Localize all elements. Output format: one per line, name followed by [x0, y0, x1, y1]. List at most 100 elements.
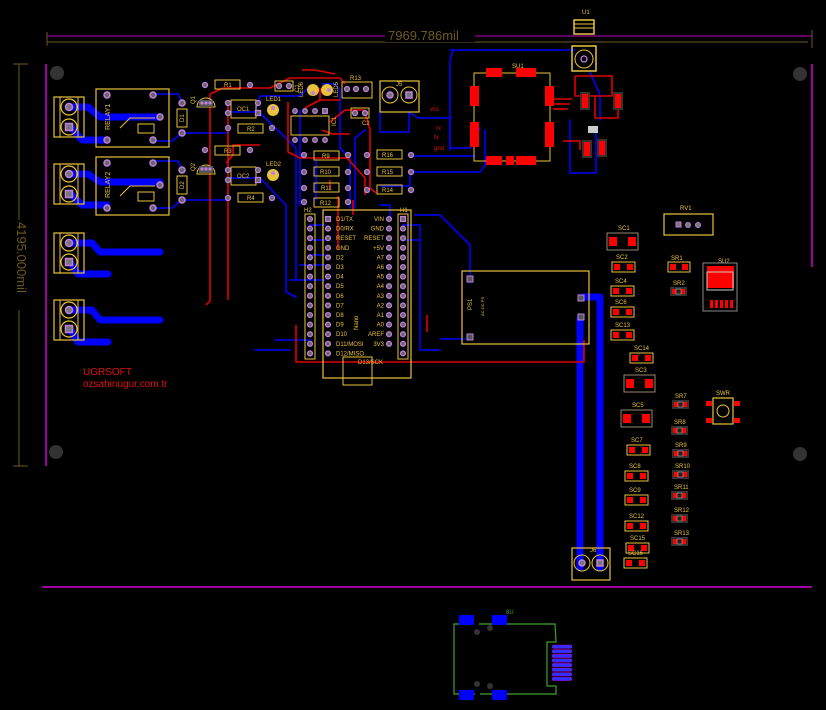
- svg-text:SC16: SC16: [628, 551, 644, 557]
- optocoupler-OC2: OC2: [224, 166, 262, 186]
- nano-pin-label-right: A3: [377, 294, 385, 300]
- svg-text:R11: R11: [321, 186, 332, 192]
- header-H2-pin: [306, 254, 314, 261]
- nano-pin-pad: [324, 350, 332, 357]
- svg-text:SC3: SC3: [635, 368, 647, 374]
- svg-text:LED1: LED1: [266, 97, 282, 103]
- resistor-R11: R11: [300, 182, 352, 193]
- header-H1-pin: [399, 225, 407, 232]
- svg-text:SC2: SC2: [616, 255, 628, 261]
- svg-text:SU1: SU1: [512, 64, 524, 70]
- smd-capacitor-SC4: SC4: [610, 279, 635, 297]
- resistor-R14: R14: [363, 184, 415, 195]
- resistor-R9: R9: [300, 150, 352, 161]
- nano-pin-label-right: A6: [377, 265, 385, 271]
- svg-text:R4: R4: [247, 196, 255, 202]
- led-LED2: LED2: [266, 162, 282, 181]
- header-H2-pin: [306, 273, 314, 280]
- smd-capacitor-SC6: SC6: [610, 300, 635, 318]
- nano-pin-label-left: D10: [336, 332, 348, 338]
- resistor-R16: R16: [363, 149, 415, 160]
- header-H1-pin: [399, 244, 407, 251]
- svg-text:R16: R16: [382, 153, 394, 159]
- smd-capacitor-SC7: SC7: [626, 438, 651, 456]
- nano-pin-label-right: A0: [377, 323, 385, 329]
- width-dimension: 7969.786mil: [46, 28, 813, 48]
- smd-resistor-SR2: SR2: [670, 281, 687, 296]
- led-LED1: LED1: [266, 97, 282, 116]
- nano-pin-label-left: D2: [336, 255, 344, 261]
- nano-pin-label-right: A1: [377, 313, 385, 319]
- svg-text:R12: R12: [320, 201, 332, 207]
- nano-pin-label-left: D7: [336, 303, 344, 309]
- power-supply-PS1: PS1 AC-DC PS: [461, 270, 590, 345]
- svg-text:R2: R2: [247, 127, 255, 133]
- svg-text:gnd: gnd: [434, 146, 444, 152]
- nano-pin-label-left: D8: [336, 313, 344, 319]
- nano-pin-pad: [324, 311, 332, 319]
- header-H1-pin: [399, 283, 407, 290]
- header-H2-pin: [306, 340, 314, 347]
- nano-pin-pad: [385, 244, 393, 251]
- nano-pin-pad: [385, 263, 393, 271]
- svg-text:tx: tx: [434, 135, 439, 141]
- smd-capacitor-SC5: SC5: [620, 403, 653, 428]
- nano-pin-label-right: A5: [377, 275, 385, 281]
- svg-text:SR8: SR8: [674, 420, 686, 426]
- svg-text:SR10: SR10: [675, 464, 691, 470]
- svg-text:SU2: SU2: [718, 259, 730, 265]
- smd-capacitor-SC16: SC16: [623, 551, 648, 569]
- svg-text:SR13: SR13: [674, 531, 690, 537]
- svg-text:RV1: RV1: [680, 206, 692, 212]
- svg-text:LED5: LED5: [334, 81, 340, 97]
- svg-text:SR12: SR12: [674, 508, 690, 514]
- nano-pin-label-left: D0/RX: [336, 227, 354, 233]
- svg-text:R14: R14: [382, 188, 394, 194]
- arduino-nano: Nano H2 H1 D1/TXD0/RXRESETGNDD2D3D4D5D6D…: [304, 208, 412, 386]
- svg-text:rx: rx: [436, 126, 441, 132]
- header-H1-pin: [399, 302, 407, 309]
- smd-resistor-SR1: SR1: [667, 256, 691, 273]
- svg-text:H1: H1: [400, 208, 408, 214]
- nano-pin-label-left: GND: [336, 246, 350, 252]
- nano-pin-label-left: D11/MOSI: [336, 342, 364, 348]
- resistor-R1: R1: [201, 79, 254, 90]
- nano-pin-label-left: D1/TX: [336, 217, 353, 223]
- nano-pin-pad: [324, 225, 332, 232]
- header-H1-pin: [399, 340, 407, 347]
- svg-text:SC13: SC13: [615, 323, 631, 329]
- terminal-J6: J6: [571, 547, 611, 581]
- smd-resistor-SR9: SR9: [672, 443, 689, 458]
- header-H2-pin: [306, 311, 314, 319]
- nano-pin-label-right: 3V3: [373, 342, 384, 348]
- nano-pin-label-left: D5: [336, 284, 344, 290]
- nano-pin-pad: [385, 311, 393, 319]
- smd-capacitor-SC13: SC13: [610, 323, 635, 341]
- svg-text:SR7: SR7: [675, 394, 687, 400]
- capacitor-C1: C1: [274, 80, 301, 92]
- nano-pin-pad: [324, 331, 332, 338]
- svg-text:H2: H2: [304, 208, 312, 214]
- svg-text:8U: 8U: [506, 610, 514, 616]
- relay-2-label: RELAY2: [105, 172, 112, 198]
- svg-text:C1: C1: [295, 84, 301, 92]
- svg-text:SR1: SR1: [671, 256, 683, 262]
- smd-resistor-SR12: SR12: [671, 508, 690, 523]
- smd-resistor-SR13: SR13: [671, 531, 690, 546]
- svg-text:SC5: SC5: [632, 403, 644, 409]
- logo-name: UGRSOFT: [83, 367, 132, 378]
- nano-pin-label-left: D3: [336, 265, 344, 271]
- diode-D1: D1: [176, 99, 188, 137]
- module-U1: U1: [571, 10, 597, 72]
- resistor-R15: R15: [363, 166, 415, 177]
- nano-pin-pad: [385, 331, 393, 338]
- terminal-J5: J5: [379, 80, 420, 113]
- resistor-R4: R4: [224, 192, 276, 203]
- nano-pin-pad: [385, 321, 393, 328]
- header-H1-pin: [399, 235, 407, 242]
- smd-capacitor-SC8: SC8: [624, 464, 649, 482]
- header-H2-pin: [306, 331, 314, 338]
- nano-pin-label-right: +5V: [373, 246, 384, 252]
- nano-pin-label-right: A7: [377, 255, 385, 261]
- smd-capacitor-SC15: SC15: [625, 536, 650, 554]
